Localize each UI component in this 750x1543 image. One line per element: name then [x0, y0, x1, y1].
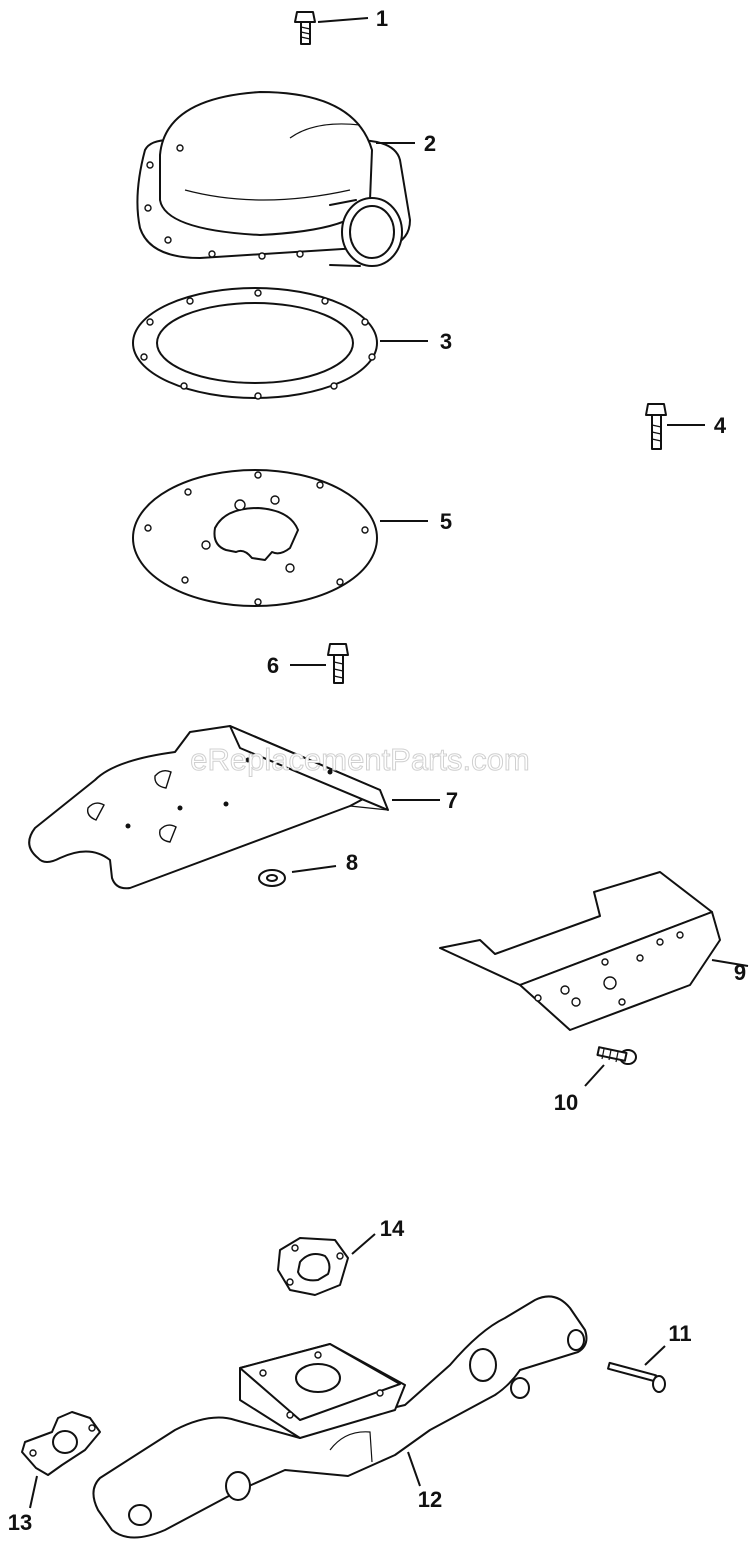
part-2-exhaust-cover[interactable]: [136, 91, 411, 267]
part-9-bracket[interactable]: [439, 871, 721, 1031]
callout-7[interactable]: 7: [446, 788, 458, 813]
part-12-exhaust-manifold[interactable]: [92, 1295, 588, 1539]
callout-3[interactable]: 3: [440, 329, 452, 354]
callout-5[interactable]: 5: [440, 509, 452, 534]
callout-labels: 1 2 3 4 5 6 7 8 9 10 11 12 13 14: [8, 6, 746, 1535]
part-3-gasket[interactable]: [132, 287, 378, 400]
part-10-screw[interactable]: [596, 1046, 637, 1065]
part-11-long-bolt[interactable]: [607, 1361, 666, 1393]
part-1-bolt[interactable]: [294, 11, 316, 45]
callout-13[interactable]: 13: [8, 1510, 32, 1535]
callout-4[interactable]: 4: [714, 413, 727, 438]
callout-10[interactable]: 10: [554, 1090, 578, 1115]
part-14-gasket[interactable]: [277, 1237, 349, 1296]
leader-lines: [29, 17, 749, 1509]
part-4-bolt[interactable]: [645, 403, 667, 450]
callout-8[interactable]: 8: [346, 850, 358, 875]
part-5-plate[interactable]: [132, 469, 378, 607]
part-8-nut[interactable]: [258, 869, 286, 887]
watermark-text: eReplacementParts.com: [190, 742, 529, 777]
callout-6[interactable]: 6: [267, 653, 279, 678]
callout-1[interactable]: 1: [376, 6, 388, 31]
part-13-gasket[interactable]: [21, 1411, 101, 1476]
callout-9[interactable]: 9: [734, 960, 746, 985]
callout-11[interactable]: 11: [668, 1321, 691, 1346]
callout-12[interactable]: 12: [418, 1487, 442, 1512]
part-6-bolt[interactable]: [327, 643, 349, 684]
callout-14[interactable]: 14: [380, 1216, 405, 1241]
callout-2[interactable]: 2: [424, 131, 436, 156]
part-7-bracket[interactable]: [28, 725, 389, 890]
